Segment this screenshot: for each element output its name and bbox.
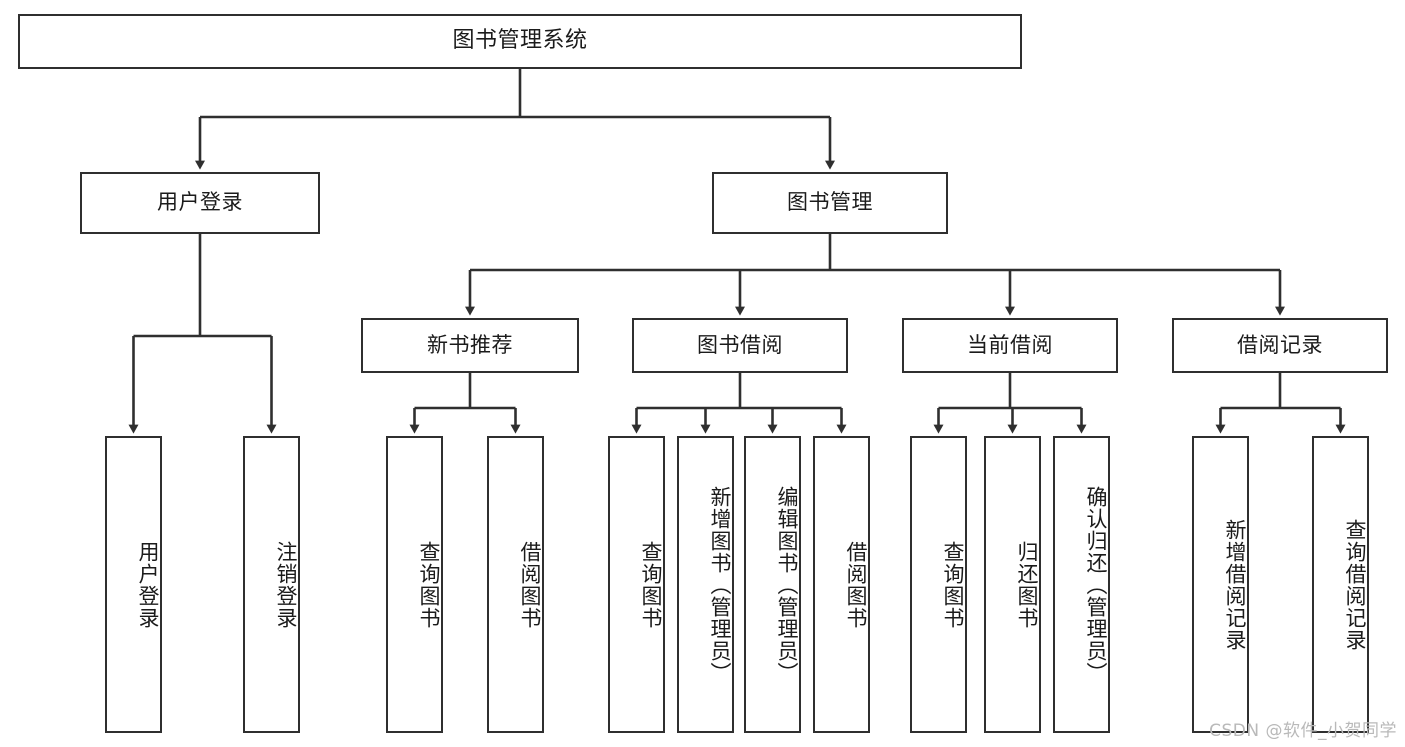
leaf-query-book-recommend[interactable]: 查询图书 — [386, 436, 443, 733]
leaf-borrow-book[interactable]: 借阅图书 — [813, 436, 870, 733]
leaf-query-borrow-record-label: 查询借阅记录 — [1343, 518, 1367, 651]
leaf-query-borrow-record[interactable]: 查询借阅记录 — [1312, 436, 1369, 733]
leaf-user-login[interactable]: 用户登录 — [105, 436, 162, 733]
node-book-manage[interactable]: 图书管理 — [712, 172, 948, 234]
node-book-borrow-label: 图书借阅 — [697, 332, 783, 357]
node-book-borrow[interactable]: 图书借阅 — [632, 318, 848, 373]
node-book-manage-label: 图书管理 — [787, 190, 873, 215]
node-borrow-record[interactable]: 借阅记录 — [1172, 318, 1388, 373]
leaf-confirm-return[interactable]: 确认归还（管理员） — [1053, 436, 1110, 733]
node-root-label: 图书管理系统 — [452, 28, 588, 54]
leaf-query-book-borrow[interactable]: 查询图书 — [608, 436, 665, 733]
node-user-login[interactable]: 用户登录 — [80, 172, 320, 234]
leaf-logout[interactable]: 注销登录 — [243, 436, 300, 733]
leaf-borrow-book-recommend[interactable]: 借阅图书 — [487, 436, 544, 733]
leaf-borrow-book-label: 借阅图书 — [844, 540, 868, 629]
leaf-add-book-label: 新增图书（管理员） — [708, 485, 732, 684]
leaf-query-book-borrow-label: 查询图书 — [639, 540, 663, 629]
leaf-logout-label: 注销登录 — [274, 540, 298, 629]
leaf-return-book-label: 归还图书 — [1015, 540, 1039, 629]
watermark: CSDN @软件_小贺同学 — [1209, 721, 1397, 741]
node-current-borrow[interactable]: 当前借阅 — [902, 318, 1118, 373]
node-current-borrow-label: 当前借阅 — [967, 332, 1053, 357]
leaf-edit-book-label: 编辑图书（管理员） — [775, 485, 799, 684]
leaf-user-login-label: 用户登录 — [136, 540, 160, 629]
leaf-borrow-book-recommend-label: 借阅图书 — [518, 540, 542, 629]
leaf-add-borrow-record-label: 新增借阅记录 — [1223, 518, 1247, 651]
leaf-return-book[interactable]: 归还图书 — [984, 436, 1041, 733]
leaf-query-book-recommend-label: 查询图书 — [417, 540, 441, 629]
node-new-book-recommend[interactable]: 新书推荐 — [361, 318, 579, 373]
leaf-query-book-current[interactable]: 查询图书 — [910, 436, 967, 733]
node-new-book-recommend-label: 新书推荐 — [427, 332, 513, 357]
node-borrow-record-label: 借阅记录 — [1237, 332, 1323, 357]
node-root[interactable]: 图书管理系统 — [18, 14, 1022, 69]
leaf-edit-book[interactable]: 编辑图书（管理员） — [744, 436, 801, 733]
leaf-query-book-current-label: 查询图书 — [941, 540, 965, 629]
node-user-login-label: 用户登录 — [157, 190, 243, 215]
leaf-add-borrow-record[interactable]: 新增借阅记录 — [1192, 436, 1249, 733]
leaf-confirm-return-label: 确认归还（管理员） — [1084, 485, 1108, 684]
leaf-add-book[interactable]: 新增图书（管理员） — [677, 436, 734, 733]
